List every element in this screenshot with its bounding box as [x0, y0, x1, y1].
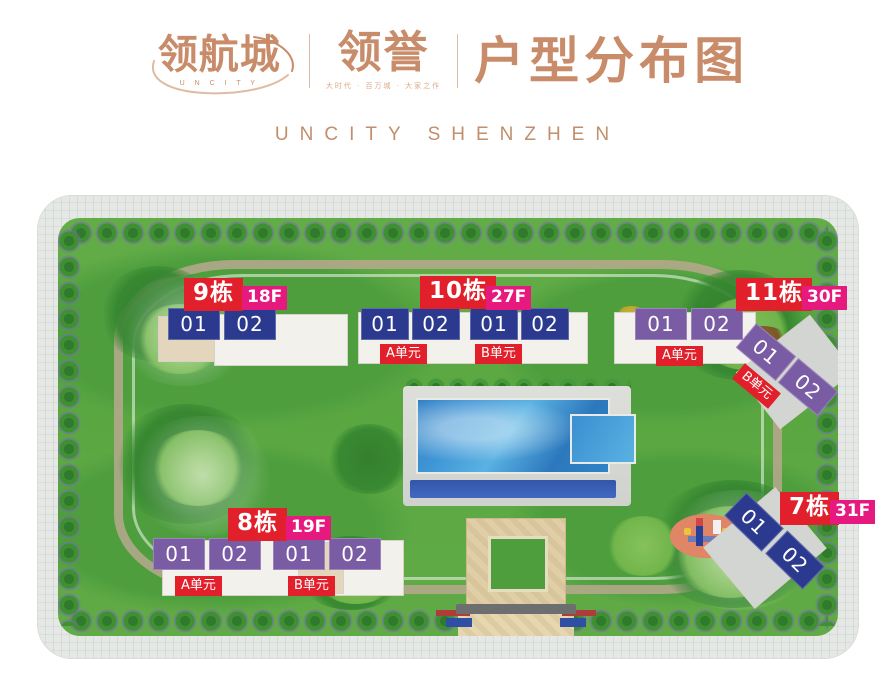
- unit-box-8-b-02[interactable]: 02: [329, 538, 381, 570]
- pool-edge-strip: [410, 480, 616, 498]
- floor-badge-10[interactable]: 27F: [486, 286, 532, 310]
- gate-accent-left: [436, 610, 470, 616]
- page-title: 户型分布图: [474, 32, 750, 90]
- gate-canopy-left: [446, 618, 472, 627]
- floor-badge-9[interactable]: 18F: [242, 286, 288, 310]
- brand-logo: 领航城 U N C I T Y: [146, 32, 294, 95]
- floor-badge-7[interactable]: 31F: [830, 500, 876, 524]
- logo-row: 领航城 U N C I T Y 领誉 大时代 · 百万城 · 大家之作 户型分布…: [0, 26, 895, 96]
- building-badge-10[interactable]: 10栋: [420, 276, 497, 309]
- playground-seesaw: [688, 536, 722, 542]
- site-plan-map[interactable]: 9栋 18F 01 02 10栋 27F 01 02 01 02 A单元 B单元…: [38, 196, 876, 658]
- unit-tag-10-a: A单元: [380, 344, 427, 364]
- brand-name-en: U N C I T Y: [179, 80, 260, 87]
- gate-canopy-right: [560, 618, 586, 627]
- sub-brand-logo: 领誉 大时代 · 百万城 · 大家之作: [326, 31, 441, 91]
- main-gate: [456, 604, 576, 614]
- floor-badge-8[interactable]: 19F: [286, 516, 332, 540]
- unit-tag-8-a: A单元: [175, 576, 222, 596]
- unit-box-11-a-01[interactable]: 01: [635, 308, 687, 340]
- kids-pool: [570, 414, 636, 464]
- building-badge-7[interactable]: 7栋: [780, 492, 840, 525]
- unit-tag-8-b: B单元: [288, 576, 335, 596]
- unit-box-8-a-02[interactable]: 02: [209, 538, 261, 570]
- unit-box-10-b-02[interactable]: 02: [521, 308, 569, 340]
- logo-divider-1: [308, 34, 310, 88]
- unit-box-10-a-01[interactable]: 01: [361, 308, 409, 340]
- plaza-lawn: [488, 536, 548, 592]
- unit-box-9-02[interactable]: 02: [224, 308, 276, 340]
- tree-band-left: [58, 228, 82, 626]
- playground-tower: [696, 520, 703, 546]
- playground-spring-rider: [684, 528, 691, 535]
- sub-brand-tagline: 大时代 · 百万城 · 大家之作: [325, 82, 442, 90]
- gate-accent-right: [562, 610, 596, 616]
- logo-divider-2: [457, 34, 459, 88]
- map-plate: [38, 196, 858, 658]
- building-badge-8[interactable]: 8栋: [228, 508, 288, 541]
- unit-box-8-a-01[interactable]: 01: [153, 538, 205, 570]
- tree-band-top: [68, 220, 828, 246]
- building-badge-11[interactable]: 11栋: [736, 278, 813, 311]
- landscape-blob: [606, 516, 680, 576]
- unit-tag-10-b: B单元: [475, 344, 522, 364]
- playground-slide: [713, 520, 721, 534]
- unit-tag-11-a: A单元: [656, 346, 703, 366]
- unit-box-10-a-02[interactable]: 02: [412, 308, 460, 340]
- building-badge-9[interactable]: 9栋: [184, 278, 244, 311]
- landscape-blob: [150, 430, 246, 506]
- page-subtitle: UNCITY SHENZHEN: [274, 124, 621, 145]
- page-header: 领航城 U N C I T Y 领誉 大时代 · 百万城 · 大家之作 户型分布…: [0, 0, 895, 172]
- unit-box-8-b-01[interactable]: 01: [273, 538, 325, 570]
- unit-box-11-a-02[interactable]: 02: [691, 308, 743, 340]
- landscape-blob: [326, 424, 412, 494]
- unit-box-9-01[interactable]: 01: [168, 308, 220, 340]
- brand-name-cn: 领航城: [157, 32, 281, 78]
- sub-brand-name-cn: 领誉: [337, 27, 430, 78]
- playground-tower-roof: [696, 518, 703, 526]
- unit-box-10-b-01[interactable]: 01: [470, 308, 518, 340]
- floor-badge-11[interactable]: 30F: [802, 286, 848, 310]
